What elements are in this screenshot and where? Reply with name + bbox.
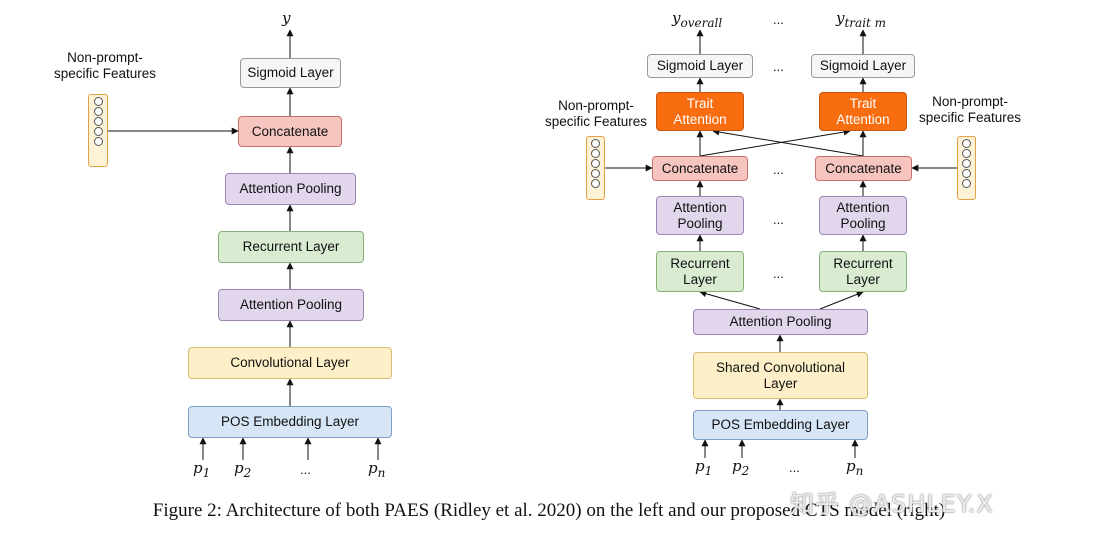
right-input-ellipsis: ...	[789, 460, 800, 475]
right-sigmoid-layer-1: Sigmoid Layer	[647, 54, 753, 78]
left-feature-vector-icon	[88, 94, 108, 167]
right-recurrent-layer-1: Recurrent Layer	[656, 251, 744, 292]
right-input-p2: p2	[732, 457, 750, 478]
right-concatenate-m: Concatenate	[815, 156, 912, 181]
right-input-p1: p1	[695, 457, 713, 478]
left-input-p2: p2	[234, 459, 252, 480]
right-trait-attention-m: Trait Attention	[819, 92, 907, 131]
right-output-trait-m: ytrait m	[836, 9, 887, 30]
right-attention-pooling-shared: Attention Pooling	[693, 309, 868, 335]
right-attention-ellipsis: ...	[773, 212, 784, 227]
right-output-overall: yoverall	[672, 9, 723, 30]
right-concatenate-1: Concatenate	[652, 156, 748, 181]
right-feature-vector-right-icon	[957, 136, 976, 200]
right-shared-convolutional-layer: Shared Convolutional Layer	[693, 352, 868, 399]
right-attention-pooling-1: Attention Pooling	[656, 196, 744, 235]
right-features-right-label: Non-prompt- specific Features	[918, 94, 1022, 125]
right-pos-embedding-layer: POS Embedding Layer	[693, 410, 868, 440]
left-sigmoid-layer: Sigmoid Layer	[240, 58, 341, 88]
right-trait-attention-1: Trait Attention	[656, 92, 744, 131]
left-pos-embedding-layer: POS Embedding Layer	[188, 406, 392, 438]
right-concatenate-ellipsis: ...	[773, 162, 784, 177]
right-sigmoid-layer-m: Sigmoid Layer	[811, 54, 915, 78]
left-input-pn: pn	[368, 459, 386, 480]
right-recurrent-layer-m: Recurrent Layer	[819, 251, 907, 292]
right-recurrent-ellipsis: ...	[773, 266, 784, 281]
watermark: 知乎 @ASHLEY.X	[790, 490, 994, 518]
right-features-left-label: Non-prompt- specific Features	[544, 98, 648, 129]
right-sigmoid-ellipsis: ...	[773, 59, 784, 74]
left-attention-pooling-bottom: Attention Pooling	[218, 289, 364, 321]
left-input-p1: p1	[193, 459, 211, 480]
left-concatenate: Concatenate	[238, 116, 342, 147]
left-attention-pooling-top: Attention Pooling	[225, 173, 356, 205]
left-output-y: y	[282, 9, 291, 27]
right-attention-pooling-m: Attention Pooling	[819, 196, 907, 235]
left-input-ellipsis: ...	[300, 462, 311, 477]
right-output-ellipsis: ...	[773, 12, 784, 27]
left-convolutional-layer: Convolutional Layer	[188, 347, 392, 379]
left-features-label: Non-prompt- specific Features	[53, 50, 157, 81]
right-feature-vector-left-icon	[586, 136, 605, 200]
right-input-pn: pn	[846, 457, 864, 478]
left-recurrent-layer: Recurrent Layer	[218, 231, 364, 263]
figure-caption: Figure 2: Architecture of both PAES (Rid…	[152, 500, 946, 521]
